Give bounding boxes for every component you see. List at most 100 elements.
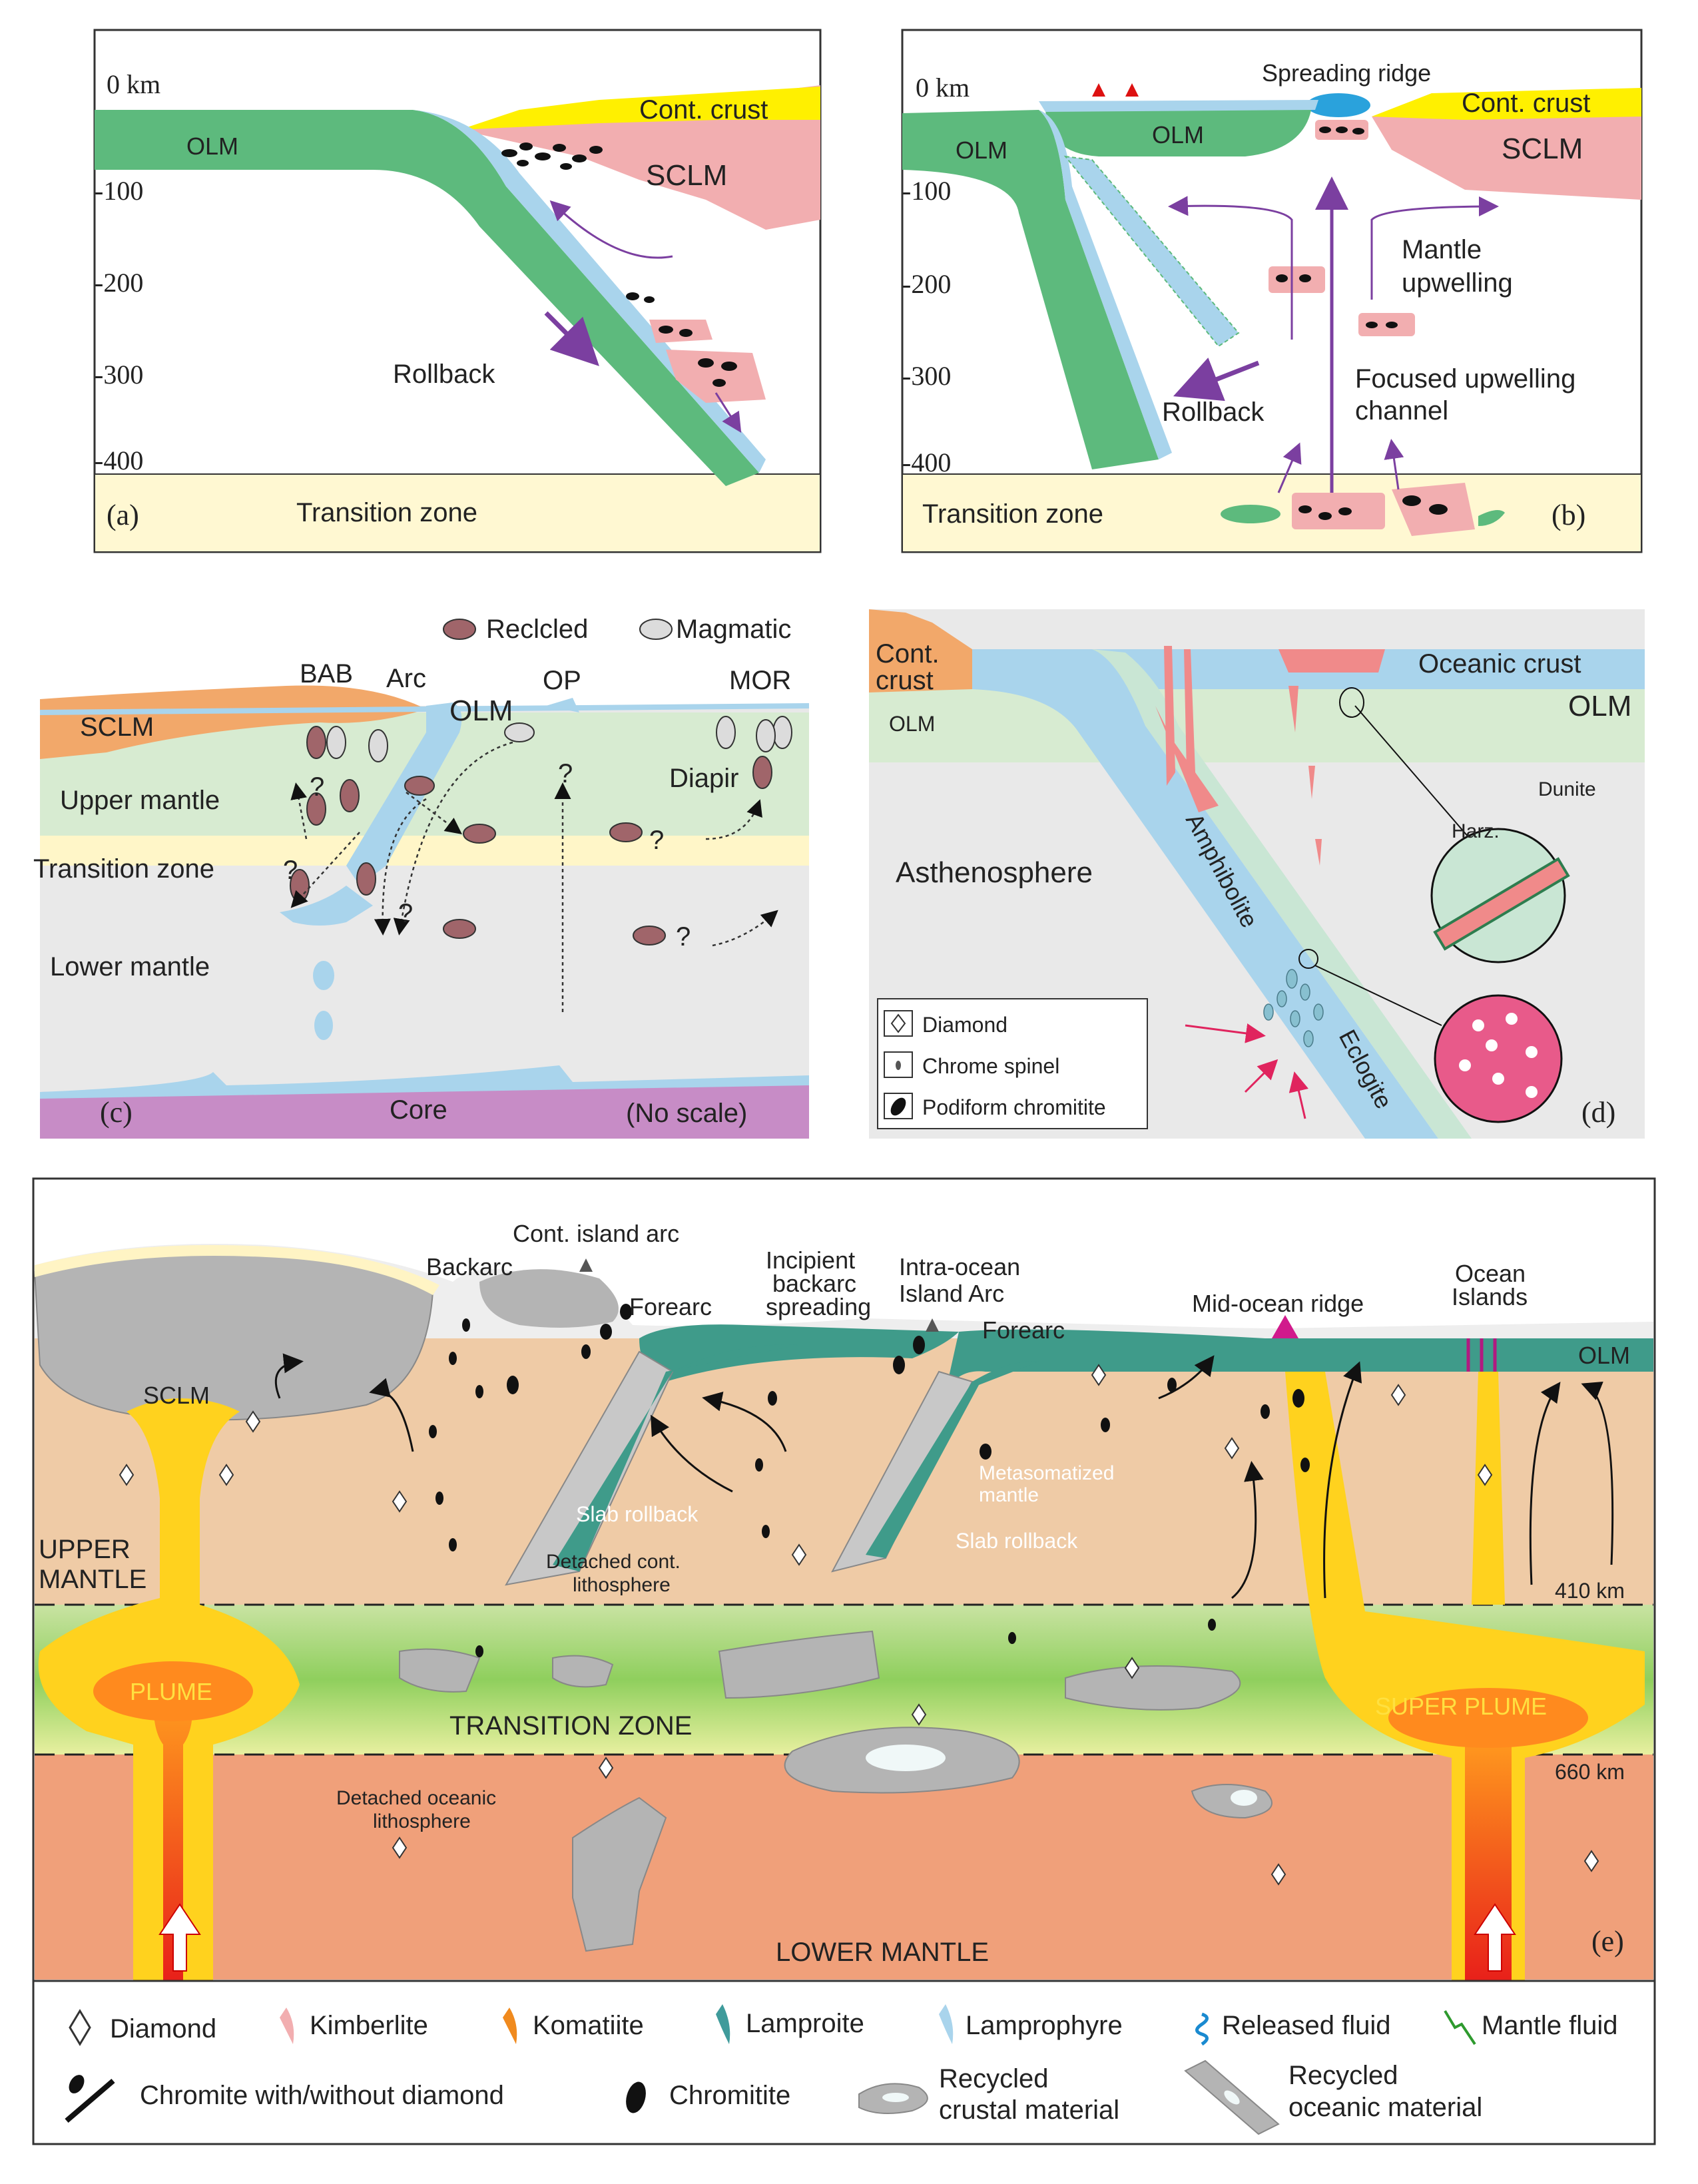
lamprophyre-icon bbox=[939, 2004, 954, 2044]
chromitite-icon bbox=[626, 2081, 646, 2113]
depth-200-b: -200 bbox=[902, 269, 951, 299]
depth-0-b: 0 km bbox=[916, 73, 970, 103]
rollback-label-a: Rollback bbox=[393, 360, 495, 389]
depth-200-a: -200 bbox=[95, 268, 143, 298]
rollback-label-b: Rollback bbox=[1162, 398, 1265, 427]
ocean-1: Ocean bbox=[1455, 1260, 1526, 1287]
transition-zone-c bbox=[40, 836, 809, 866]
mantle-upwelling-2: upwelling bbox=[1402, 268, 1513, 298]
olm-left-label-b: OLM bbox=[956, 136, 1007, 164]
legend-mantle-fluid: Mantle fluid bbox=[1482, 2011, 1618, 2040]
cont-crust-1-d: Cont. bbox=[876, 639, 940, 669]
arc-label: Arc bbox=[386, 664, 426, 693]
forearc-1-label: Forearc bbox=[629, 1293, 712, 1320]
cont-crust-label-a: Cont. crust bbox=[639, 95, 768, 125]
slab-a bbox=[95, 110, 759, 486]
transition-zone-label-a: Transition zone bbox=[296, 498, 477, 527]
lower-mantle-label-e: LOWER MANTLE bbox=[776, 1938, 989, 1967]
op-label: OP bbox=[543, 666, 581, 695]
depth-400-b: -400 bbox=[902, 447, 951, 477]
upper-mantle-label: Upper mantle bbox=[60, 786, 220, 815]
depth-300-b: -300 bbox=[902, 361, 951, 391]
incipient-1: Incipient bbox=[766, 1246, 855, 1274]
slab-rollback-1: Slab rollback bbox=[576, 1502, 699, 1526]
transition-zone-label-b: Transition zone bbox=[922, 499, 1103, 529]
panel-e: Cont. island arc Backarc Forearc Incipie… bbox=[32, 1177, 1656, 1982]
metasomatized-1: Metasomatized bbox=[979, 1462, 1114, 1484]
chrome-spinel-icon bbox=[896, 1061, 901, 1070]
legend-recycled-crustal-1: Recycled bbox=[939, 2064, 1049, 2093]
lower-mantle-label: Lower mantle bbox=[50, 952, 210, 981]
transition-zone-a bbox=[94, 473, 821, 553]
olm-band-d bbox=[869, 686, 1645, 762]
legend-recycled-oceanic-2: oceanic material bbox=[1288, 2093, 1482, 2122]
olm-right-label-b: OLM bbox=[1152, 121, 1204, 148]
km660-label: 660 km bbox=[1555, 1760, 1625, 1784]
depth-100-b: -100 bbox=[902, 176, 951, 206]
lamproite-icon bbox=[716, 2004, 730, 2044]
legend-chromitite: Chromitite bbox=[669, 2081, 790, 2110]
chromite-icon bbox=[69, 2075, 85, 2093]
forearc-2-label: Forearc bbox=[982, 1316, 1065, 1344]
olm-label-a: OLM bbox=[186, 133, 238, 160]
focused-upwelling-1: Focused upwelling bbox=[1355, 364, 1575, 394]
diamond-icon bbox=[69, 2009, 91, 2046]
question-mark: ? bbox=[310, 772, 324, 802]
legend-kimberlite: Kimberlite bbox=[310, 2011, 428, 2040]
chromitite-icon bbox=[890, 1097, 906, 1116]
oceanic-crust-label: Oceanic crust bbox=[1418, 649, 1581, 679]
sclm-label-e: SCLM bbox=[143, 1382, 210, 1409]
detached-oc-2: lithosphere bbox=[373, 1810, 471, 1832]
cont-island-arc-label: Cont. island arc bbox=[513, 1220, 679, 1247]
cont-crust-2-d: crust bbox=[876, 666, 934, 695]
cont-crust-label-b: Cont. crust bbox=[1462, 89, 1590, 118]
tag-d: (d) bbox=[1581, 1096, 1615, 1129]
legend-d bbox=[877, 998, 1148, 1129]
legend-diamond: Diamond bbox=[110, 2014, 216, 2044]
bab-label: BAB bbox=[300, 659, 353, 688]
upper-1: UPPER bbox=[39, 1535, 131, 1564]
legend-chromite: Chromite with/without diamond bbox=[140, 2081, 504, 2110]
detached-cont-2: lithosphere bbox=[573, 1574, 671, 1596]
asthenosphere-label: Asthenosphere bbox=[896, 856, 1093, 889]
panel-a: 0 km -100 -200 -300 -400 OLM Cont. crust… bbox=[93, 29, 822, 553]
metasomatized-2: mantle bbox=[979, 1484, 1039, 1506]
sclm-e bbox=[33, 1250, 434, 1421]
tag-b: (b) bbox=[1552, 499, 1585, 531]
komatiite-icon bbox=[503, 2008, 517, 2044]
depth-300-a: -300 bbox=[95, 360, 143, 390]
incipient-3: spreading bbox=[766, 1293, 871, 1320]
detached-cont-1: Detached cont. bbox=[546, 1551, 681, 1573]
transition-zone-label-e: TRANSITION ZONE bbox=[449, 1711, 692, 1741]
diapir-label: Diapir bbox=[669, 764, 738, 793]
super-plume-label: SUPER PLUME bbox=[1375, 1693, 1547, 1720]
legend-diamond-d: Diamond bbox=[922, 1013, 1007, 1037]
legend-recycled-crustal-2: crustal material bbox=[939, 2095, 1119, 2125]
legend-released-fluid: Released fluid bbox=[1222, 2011, 1391, 2040]
olm-plate-b bbox=[1045, 107, 1312, 156]
olm-label-c: OLM bbox=[449, 694, 513, 727]
cont-crust-d bbox=[869, 609, 972, 692]
question-mark: ? bbox=[676, 922, 691, 952]
legend-magmatic-swatch bbox=[639, 619, 673, 640]
legend-podiform-d: Podiform chromitite bbox=[922, 1095, 1106, 1119]
legend-recycled-oceanic-1: Recycled bbox=[1288, 2061, 1398, 2090]
plume-right-e bbox=[1285, 1372, 1645, 1981]
question-mark: ? bbox=[398, 899, 413, 928]
panel-d: Diamond Chrome spinel Podiform chromitit… bbox=[869, 609, 1645, 1139]
mor-label: MOR bbox=[729, 666, 791, 695]
no-scale-label: (No scale) bbox=[626, 1099, 747, 1128]
panel-c: Reclcled Magmatic BAB Arc OP MOR SCLM OL… bbox=[33, 615, 810, 1139]
question-mark: ? bbox=[558, 759, 573, 788]
panel-b: 0 km -100 -200 -300 -400 Spreading ridge… bbox=[901, 29, 1643, 553]
depth-400-a: -400 bbox=[95, 445, 143, 475]
cont-crust-b bbox=[1372, 88, 1641, 120]
mor-label-e: Mid-ocean ridge bbox=[1192, 1290, 1364, 1317]
detached-oc-1: Detached oceanic bbox=[336, 1787, 496, 1809]
sclm-label-b: SCLM bbox=[1502, 133, 1583, 165]
tag-e: (e) bbox=[1591, 1925, 1624, 1958]
mantle-upwelling-1: Mantle bbox=[1402, 235, 1482, 264]
released-fluid-icon bbox=[1195, 2012, 1209, 2046]
legend-lamprophyre: Lamprophyre bbox=[966, 2011, 1123, 2040]
